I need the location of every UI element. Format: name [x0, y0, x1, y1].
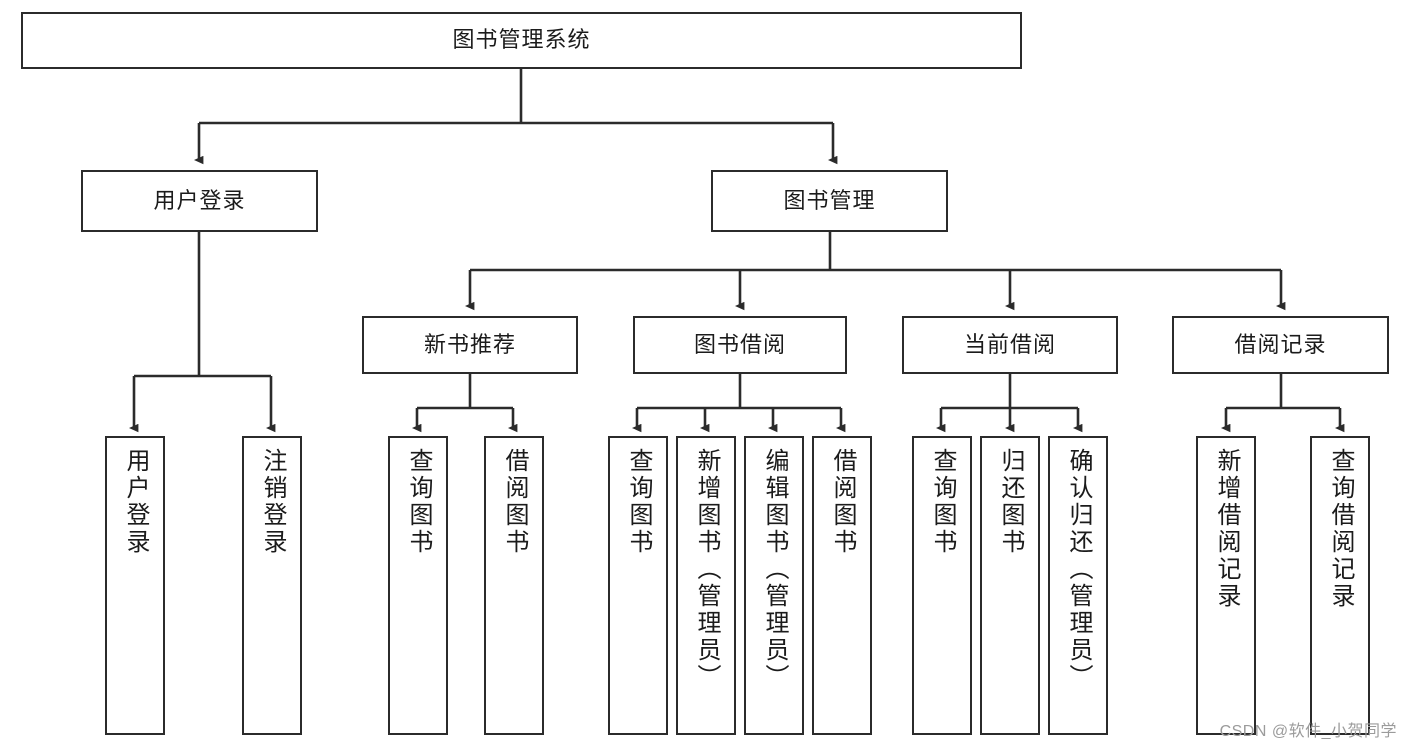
node-leaf-borrow-book-1-label: 借阅图书 — [500, 448, 528, 556]
node-new-book-recommend[interactable]: 新书推荐 — [362, 316, 578, 374]
node-leaf-add-book[interactable]: 新增图书（管理员） — [676, 436, 736, 735]
node-leaf-confirm-return[interactable]: 确认归还（管理员） — [1048, 436, 1108, 735]
node-leaf-add-record[interactable]: 新增借阅记录 — [1196, 436, 1256, 735]
node-leaf-borrow-book-1[interactable]: 借阅图书 — [484, 436, 544, 735]
node-borrow-record-label: 借阅记录 — [1234, 331, 1327, 357]
node-book-manage-label: 图书管理 — [783, 187, 876, 213]
node-leaf-add-book-label: 新增图书（管理员） — [692, 448, 720, 691]
node-user-login[interactable]: 用户登录 — [81, 170, 318, 232]
node-current-borrow[interactable]: 当前借阅 — [902, 316, 1118, 374]
node-leaf-query-book-3[interactable]: 查询图书 — [912, 436, 972, 735]
node-leaf-query-book-1[interactable]: 查询图书 — [388, 436, 448, 735]
node-leaf-confirm-return-label: 确认归还（管理员） — [1064, 448, 1092, 691]
node-leaf-query-record-label: 查询借阅记录 — [1326, 448, 1354, 610]
node-book-manage[interactable]: 图书管理 — [711, 170, 948, 232]
node-user-login-label: 用户登录 — [153, 187, 246, 213]
node-leaf-add-record-label: 新增借阅记录 — [1212, 448, 1240, 610]
node-leaf-query-book-2-label: 查询图书 — [624, 448, 652, 556]
node-leaf-return-book-label: 归还图书 — [996, 448, 1024, 556]
node-leaf-user-login-label: 用户登录 — [121, 448, 149, 556]
node-current-borrow-label: 当前借阅 — [963, 331, 1056, 357]
node-root[interactable]: 图书管理系统 — [21, 12, 1022, 69]
node-leaf-query-book-1-label: 查询图书 — [404, 448, 432, 556]
node-leaf-edit-book-label: 编辑图书（管理员） — [760, 448, 788, 691]
node-new-book-recommend-label: 新书推荐 — [423, 331, 516, 357]
watermark: CSDN @软件_小贺同学 — [1219, 723, 1397, 740]
node-leaf-return-book[interactable]: 归还图书 — [980, 436, 1040, 735]
node-leaf-borrow-book-2-label: 借阅图书 — [828, 448, 856, 556]
node-book-borrow[interactable]: 图书借阅 — [633, 316, 847, 374]
node-book-borrow-label: 图书借阅 — [693, 331, 786, 357]
node-leaf-edit-book[interactable]: 编辑图书（管理员） — [744, 436, 804, 735]
node-leaf-borrow-book-2[interactable]: 借阅图书 — [812, 436, 872, 735]
node-leaf-user-login[interactable]: 用户登录 — [105, 436, 165, 735]
node-leaf-query-book-3-label: 查询图书 — [928, 448, 956, 556]
node-leaf-query-record[interactable]: 查询借阅记录 — [1310, 436, 1370, 735]
node-borrow-record[interactable]: 借阅记录 — [1172, 316, 1389, 374]
node-leaf-logout[interactable]: 注销登录 — [242, 436, 302, 735]
node-root-label: 图书管理系统 — [452, 27, 591, 53]
node-leaf-logout-label: 注销登录 — [258, 448, 286, 556]
node-leaf-query-book-2[interactable]: 查询图书 — [608, 436, 668, 735]
